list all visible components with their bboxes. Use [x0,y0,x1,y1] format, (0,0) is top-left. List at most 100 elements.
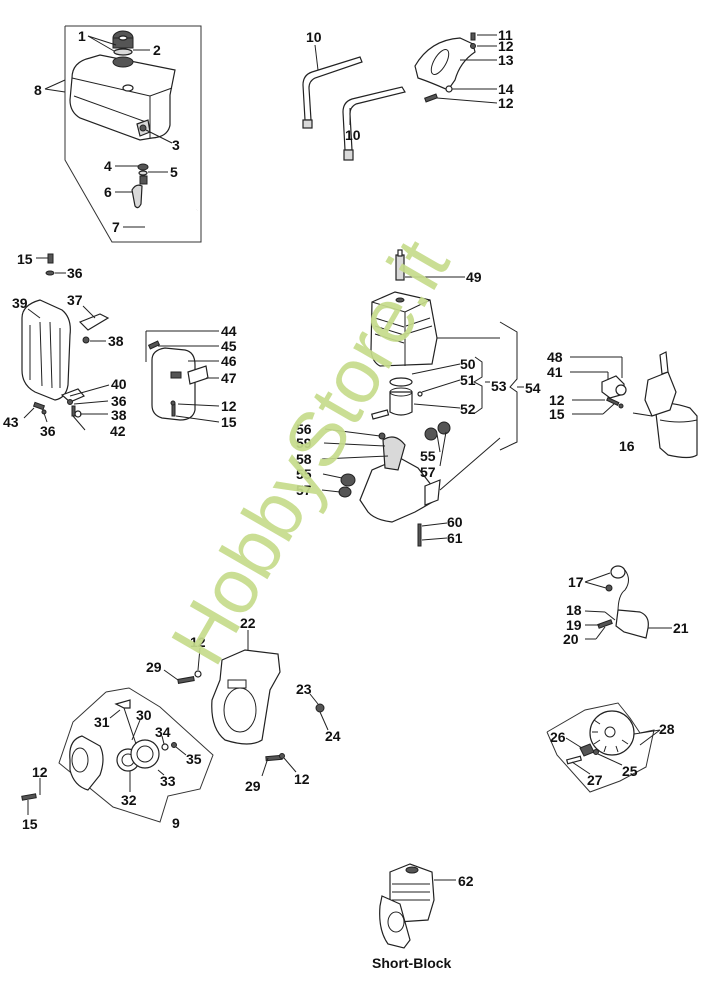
label-62: 62 [458,873,474,889]
muffler-guard-group: 15 36 39 37 38 40 36 38 42 43 36 [3,251,127,439]
label-12-top: 12 [190,634,206,650]
label-29-bottom: 29 [245,778,261,794]
crankcase [359,457,437,523]
label-10-top: 10 [306,29,322,45]
starter-cover [69,735,104,791]
label-56: 56 [296,421,312,437]
fan-housing-group: 22 12 29 23 24 29 12 [146,615,341,794]
label-54: 54 [525,380,541,396]
fuel-tank-frame [64,25,202,243]
label-46: 46 [221,353,237,369]
harness-plate [414,37,476,91]
label-11: 11 [498,27,513,43]
label-25: 25 [622,763,638,779]
label-12-a: 12 [498,38,514,54]
ignition-coil [615,609,649,639]
ignition-group: 17 18 19 20 21 [563,565,689,647]
label-10-bottom: 10 [345,127,361,143]
label-32: 32 [121,792,137,808]
label-42: 42 [110,423,126,439]
fuel-tank-group: 1 2 3 4 5 6 7 8 [34,25,202,243]
label-12-b: 12 [498,95,514,111]
label-59: 59 [296,435,312,451]
label-58: 58 [296,451,312,467]
fuel-valve-lever [131,184,143,209]
piston [389,391,413,416]
label-43: 43 [3,414,19,430]
label-44: 44 [221,323,237,339]
flywheel-frame [546,702,655,793]
label-8: 8 [34,82,42,98]
label-21: 21 [673,620,689,636]
label-57-left: 57 [296,482,312,498]
label-14: 14 [498,81,514,97]
label-47: 47 [221,370,237,386]
label-3: 3 [172,137,180,153]
label-37: 37 [67,292,83,308]
label-50: 50 [460,356,476,372]
flywheel [589,710,635,756]
cylinder-group: 49 [296,249,541,547]
label-60: 60 [447,514,463,530]
label-12: 12 [221,398,237,414]
label-61: 61 [447,530,463,546]
piston-ring [389,377,413,387]
bearing-right [424,427,438,441]
muffler-guard [21,299,71,401]
label-13: 13 [498,52,514,68]
label-1: 1 [78,28,86,44]
label-39: 39 [12,295,28,311]
label-9: 9 [172,815,180,831]
label-52: 52 [460,401,476,417]
label-33: 33 [160,773,176,789]
spark-plug-boot [610,565,626,579]
harness-group: 10 10 11 12 13 14 12 [302,27,514,161]
cylinder [370,291,438,367]
label-34: 34 [155,724,171,740]
label-27: 27 [587,772,603,788]
label-18: 18 [566,602,582,618]
label-29-top: 29 [146,659,162,675]
label-22: 22 [240,615,256,631]
carburetor-group: 48 41 12 15 16 [547,349,698,459]
label-12: 12 [549,392,565,408]
label-48: 48 [547,349,563,365]
label-26: 26 [550,729,566,745]
label-51: 51 [460,372,476,388]
label-57-right: 57 [420,464,436,480]
label-2: 2 [153,42,161,58]
label-55-left: 55 [296,466,312,482]
label-7: 7 [112,219,120,235]
muffler [151,347,196,421]
label-16: 16 [619,438,635,454]
starter-frame [58,687,214,823]
label-19: 19 [566,617,582,633]
label-36-bottom: 36 [40,423,56,439]
label-28: 28 [659,721,675,737]
label-15: 15 [22,816,38,832]
label-4: 4 [104,158,112,174]
label-24: 24 [325,728,341,744]
starter-group: 31 30 34 35 33 32 9 12 15 [21,687,214,832]
label-38-top: 38 [108,333,124,349]
label-38-bottom: 38 [111,407,127,423]
label-30: 30 [136,707,152,723]
label-15: 15 [17,251,33,267]
pulley [130,739,160,769]
label-20: 20 [563,631,579,647]
label-15: 15 [221,414,237,430]
cap-gasket [113,48,133,56]
label-23: 23 [296,681,312,697]
short-block-group: 62 Short-Block [372,863,474,971]
label-36-mid: 36 [111,393,127,409]
label-53: 53 [491,378,507,394]
label-40: 40 [111,376,127,392]
label-12-bottom: 12 [294,771,310,787]
short-block-caption: Short-Block [372,955,452,971]
label-45: 45 [221,338,237,354]
muffler-body-group: 44 45 46 47 12 15 [145,323,237,430]
flywheel-group: 26 28 25 27 [546,702,675,793]
label-55-right: 55 [420,448,436,464]
strap-left [302,56,363,121]
